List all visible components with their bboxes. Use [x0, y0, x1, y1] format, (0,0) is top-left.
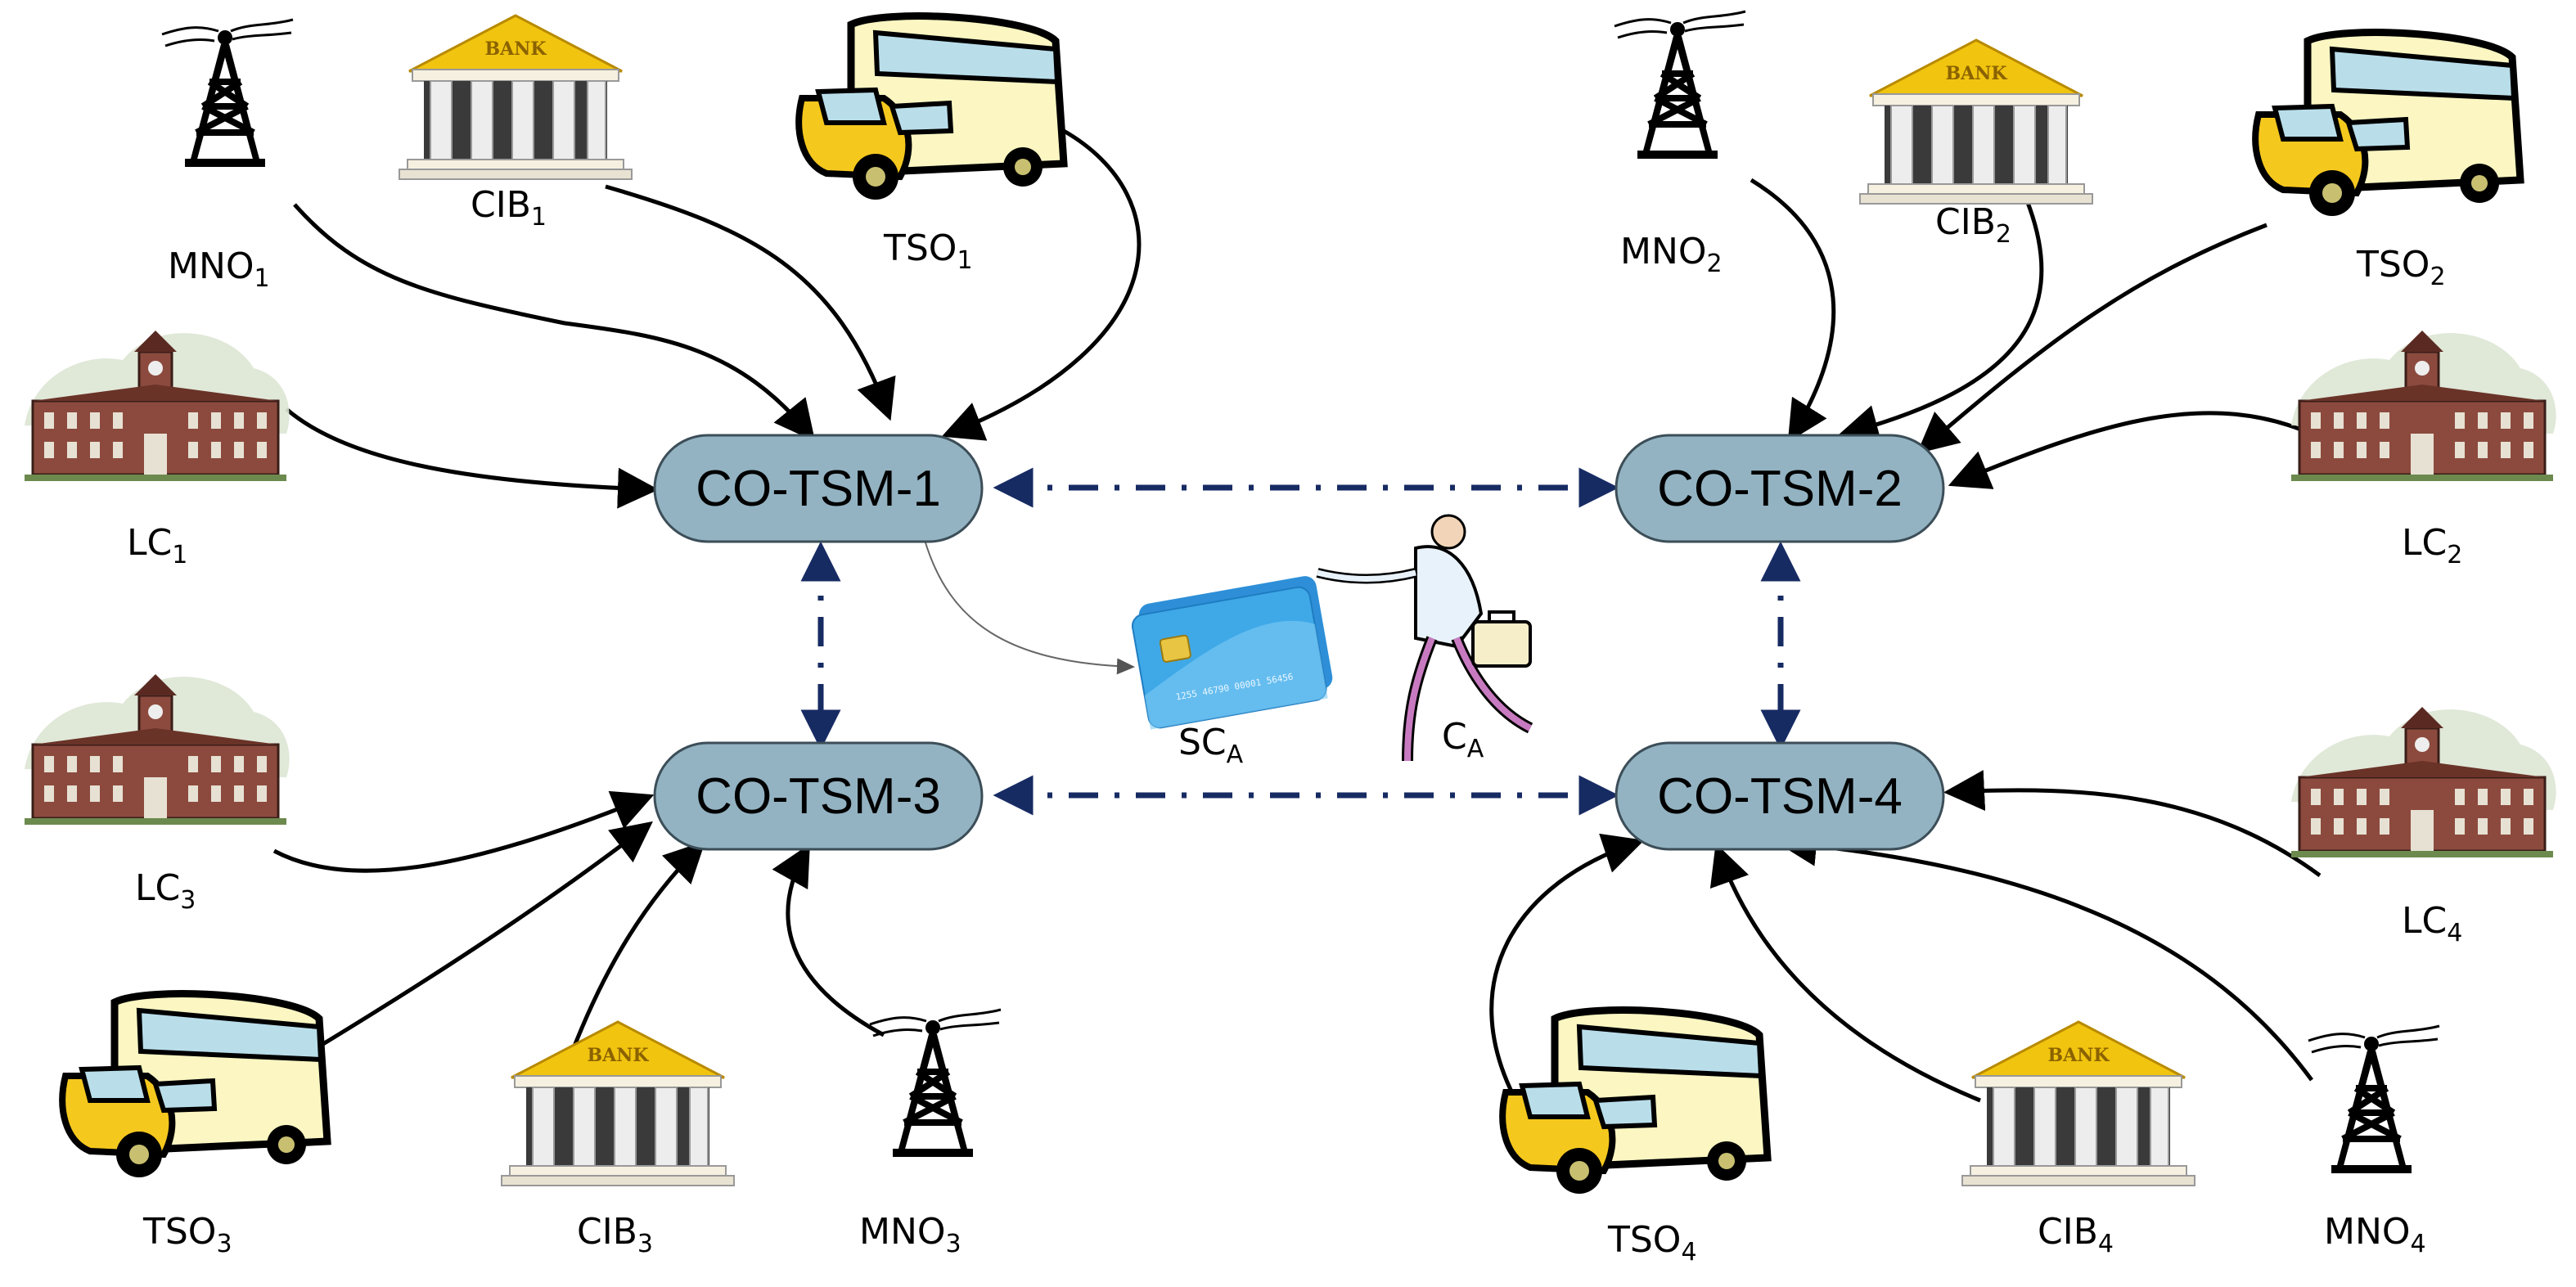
label-mno4: MNO4 [2324, 1211, 2426, 1258]
co-tsm-2-label: CO-TSM-2 [1657, 461, 1903, 517]
label-sca: SCA [1178, 722, 1244, 769]
bank-icon [398, 14, 633, 181]
city-hall-icon [23, 329, 291, 483]
label-cib4: CIB4 [2038, 1211, 2114, 1258]
bus-icon [799, 16, 1064, 200]
label-lc1: LC1 [127, 522, 187, 569]
city-hall-icon [2290, 705, 2558, 859]
co-tsm-2-node[interactable]: CO-TSM-2 [1615, 434, 1945, 543]
bus-icon [1502, 1010, 1768, 1194]
co-tsm-3-label: CO-TSM-3 [696, 768, 941, 825]
label-lc4: LC4 [2402, 900, 2462, 947]
bank-icon [500, 1020, 736, 1187]
edge-lc3-cotsm3 [272, 790, 655, 873]
label-mno1: MNO1 [168, 245, 270, 293]
edge-lc4-cotsm4 [1943, 770, 2322, 878]
label-mno2: MNO2 [1620, 231, 1723, 278]
label-cib2: CIB2 [1935, 201, 2011, 249]
edge-tso4-cotsm4 [1489, 833, 1645, 1098]
city-hall-icon [23, 673, 291, 826]
edge-mno4-cotsm4 [1776, 825, 2314, 1082]
antenna-tower-icon [870, 1010, 1001, 1157]
edge-lc1-cotsm1 [285, 407, 659, 509]
label-cib3: CIB3 [577, 1211, 653, 1258]
label-tso4: TSO4 [1607, 1219, 1697, 1267]
label-tso1: TSO1 [883, 227, 973, 275]
edge-cib1-cotsm1 [605, 184, 896, 421]
bus-icon [62, 994, 327, 1177]
edge-mno3-cotsm3 [772, 844, 885, 1037]
label-cib1: CIB1 [471, 184, 547, 232]
label-lc2: LC2 [2402, 522, 2462, 569]
edge-mno1-cotsm1 [293, 203, 816, 442]
edge-tso2-cotsm2 [1916, 223, 2268, 454]
co-tsm-4-node[interactable]: CO-TSM-4 [1615, 741, 1945, 851]
antenna-tower-icon [2308, 1026, 2439, 1173]
label-mno3: MNO3 [859, 1211, 961, 1258]
businessman-icon[interactable] [1316, 514, 1533, 762]
edge-lc2-cotsm2 [1948, 411, 2322, 489]
bus-icon [2255, 33, 2520, 216]
bank-icon [1858, 38, 2094, 205]
edge-mno2-cotsm2 [1750, 178, 1836, 443]
bank-icon [1961, 1020, 2196, 1187]
edge-cib4-cotsm4 [1709, 843, 1981, 1103]
label-tso3: TSO3 [142, 1211, 232, 1258]
label-tso2: TSO2 [2356, 244, 2446, 291]
co-tsm-1-label: CO-TSM-1 [696, 461, 941, 517]
edge-tso1-cotsm1 [941, 128, 1142, 441]
edge-tso3-cotsm3 [309, 821, 653, 1054]
co-tsm-4-label: CO-TSM-4 [1657, 768, 1903, 825]
co-tsm-1-node[interactable]: CO-TSM-1 [653, 434, 984, 543]
label-ca: CA [1442, 716, 1484, 763]
edge-cotsm1-card [924, 539, 1135, 675]
edges [272, 128, 2322, 1103]
antenna-tower-icon [162, 20, 293, 167]
antenna-tower-icon [1615, 11, 1745, 159]
city-hall-icon [2290, 329, 2558, 483]
label-lc3: LC3 [135, 867, 196, 915]
edge-cib3-cotsm3 [562, 840, 706, 1073]
co-tsm-3-node[interactable]: CO-TSM-3 [653, 741, 984, 851]
tsm-links [800, 467, 1801, 816]
edge-cib2-cotsm2 [1837, 196, 2044, 445]
smart-card-icon[interactable]: 1255 46790 00001 56456 [1129, 574, 1336, 730]
labels: MNO1 CIB1 TSO1 LC1 MNO2 CIB2 TSO2 LC2 LC… [127, 184, 2462, 1267]
